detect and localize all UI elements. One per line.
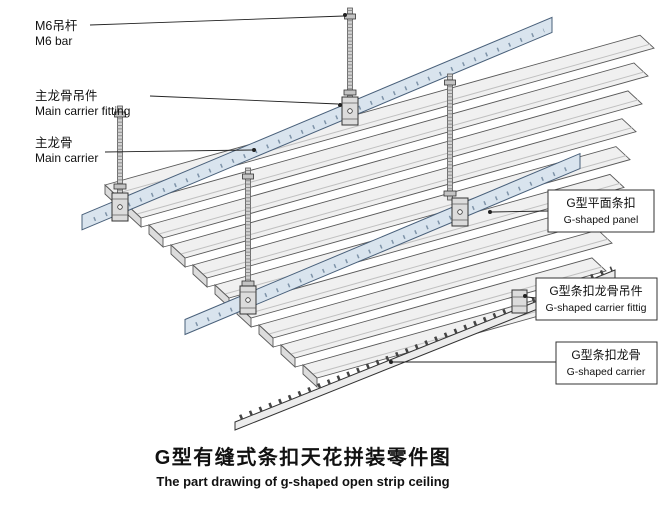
label-g-shaped-panel-en: G-shaped panel (564, 214, 639, 226)
drawing-title-zh: G型有缝式条扣天花拼装零件图 (155, 445, 452, 469)
drawing-title-en: The part drawing of g-shaped open strip … (156, 474, 449, 489)
label-m6-bar-zh: M6吊杆 (35, 19, 78, 33)
label-main-carrier: 主龙骨 Main carrier (35, 136, 98, 165)
label-m6-bar: M6吊杆 M6 bar (35, 19, 78, 48)
main-carrier-rail (184, 152, 581, 336)
main-carrier-fitting (239, 285, 257, 315)
main-carrier-fitting (341, 96, 359, 126)
label-box (535, 277, 658, 321)
label-main-carrier-zh: 主龙骨 (35, 136, 73, 150)
label-g-shaped-carrier-en: G-shaped carrier (567, 366, 646, 378)
label-g-shaped-panel: G型平面条扣 G-shaped panel (547, 189, 655, 233)
m6-rod (343, 7, 357, 100)
m6-rod (443, 73, 457, 201)
label-g-shaped-carrier: G型条扣龙骨 G-shaped carrier (555, 341, 658, 385)
main-carrier-fitting (111, 192, 129, 222)
leader-lines (89, 13, 556, 364)
label-main-carrier-en: Main carrier (35, 151, 98, 165)
g-shaped-carrier-fitting (511, 289, 528, 314)
g-carrier-teeth (239, 266, 613, 420)
drawing-title: G型有缝式条扣天花拼装零件图 The part drawing of g-sha… (155, 445, 452, 489)
main-carrier-fitting (451, 197, 469, 227)
label-g-shaped-carrier-fitting-zh: G型条扣龙骨吊件 (549, 284, 642, 298)
label-main-carrier-fitting: 主龙骨吊件 Main carrier fitting (35, 89, 130, 118)
label-main-carrier-fitting-en: Main carrier fitting (35, 104, 130, 118)
label-g-shaped-carrier-fitting-en: G-shaped carrier fittig (546, 302, 647, 314)
label-g-shaped-carrier-fitting: G型条扣龙骨吊件 G-shaped carrier fittig (535, 277, 658, 321)
label-m6-bar-en: M6 bar (35, 34, 72, 48)
label-g-shaped-panel-zh: G型平面条扣 (566, 196, 635, 210)
main-carrier-a (81, 16, 553, 231)
label-g-shaped-carrier-zh: G型条扣龙骨 (571, 348, 640, 362)
label-main-carrier-fitting-zh: 主龙骨吊件 (35, 89, 98, 103)
label-box (547, 189, 655, 233)
main-carrier-b (184, 152, 581, 336)
label-box (555, 341, 658, 385)
